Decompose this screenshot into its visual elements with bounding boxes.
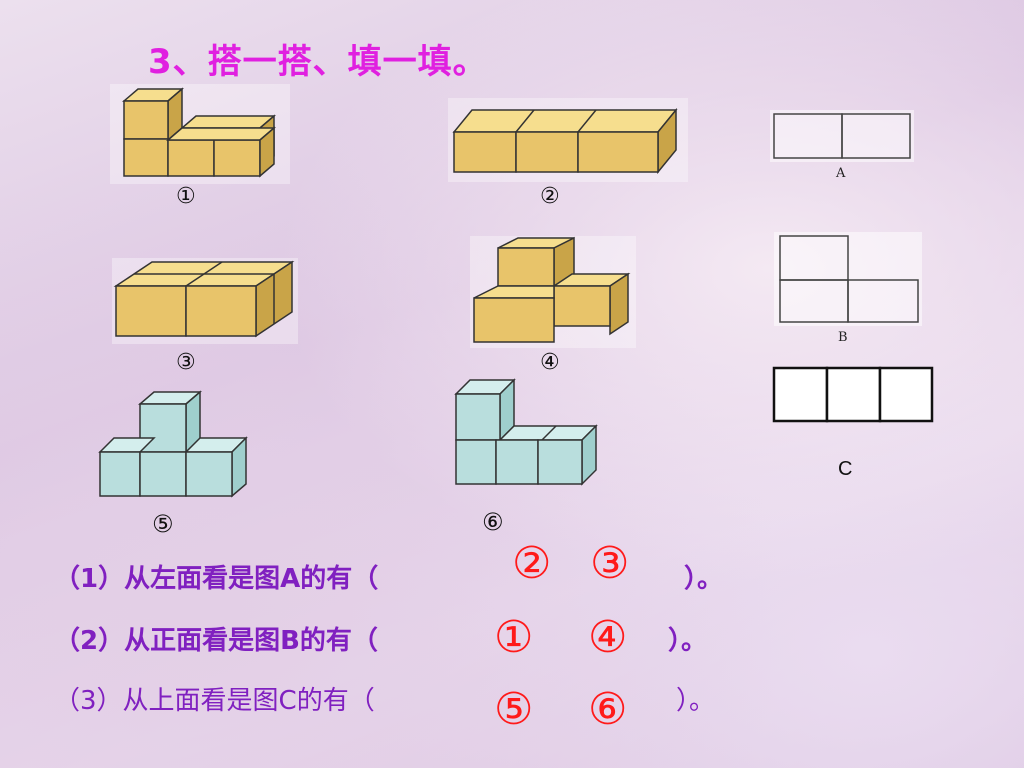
figure-5-label: ⑤ (152, 510, 174, 538)
view-b-label: B (838, 330, 848, 345)
page-title: 3、搭一搭、填一填。 (148, 42, 488, 82)
question-1-answer-2: ③ (590, 538, 630, 589)
figure-4-cubes (470, 236, 636, 348)
figure-3-cubes (112, 258, 298, 344)
view-a-shape (770, 110, 914, 162)
figure-2-label: ② (540, 184, 560, 209)
figure-4-label: ④ (540, 350, 560, 375)
question-1: （1）从左面看是图A的有（ (54, 558, 378, 595)
question-1-suffix: ）。 (684, 564, 724, 594)
view-b-shape (774, 232, 922, 326)
question-2-answer-2: ④ (588, 612, 628, 663)
figure-1-label: ① (176, 184, 196, 209)
question-2-answer-1: ① (494, 612, 534, 663)
question-3: （3）从上面看是图C的有（ (54, 680, 375, 717)
question-2-suffix: ）。 (668, 626, 708, 656)
figure-2-cubes (448, 98, 688, 182)
figure-6-cubes (454, 378, 598, 486)
question-2-prefix: （2）从正面看是图B的有（ (54, 626, 378, 656)
figure-6-label: ⑥ (482, 508, 504, 536)
figure-3-label: ③ (176, 350, 196, 375)
question-3-answer-1: ⑤ (494, 684, 534, 735)
question-2: （2）从正面看是图B的有（ (54, 620, 378, 657)
question-3-answer-2: ⑥ (588, 684, 628, 735)
question-3-prefix: （3）从上面看是图C的有（ (54, 686, 375, 716)
question-1-answer-1: ② (512, 538, 552, 589)
view-a-label: A (836, 166, 846, 181)
figure-5-cubes (98, 390, 248, 498)
view-c-shape (772, 366, 934, 423)
question-3-suffix: ）。 (676, 686, 716, 716)
question-1-prefix: （1）从左面看是图A的有（ (54, 564, 379, 594)
view-c-label: C (838, 458, 853, 480)
figure-1-cubes (110, 84, 290, 184)
